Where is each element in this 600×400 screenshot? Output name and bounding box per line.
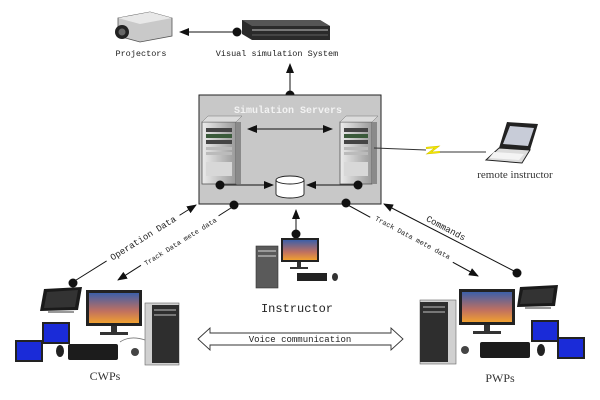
server-tower-left-icon [201, 115, 243, 185]
simulation-servers-label: Simulation Servers [234, 105, 342, 117]
pwps-workstation-icon [419, 285, 585, 365]
connector-dot [232, 27, 242, 37]
connector-dot [229, 200, 239, 210]
connector-dot [341, 198, 351, 208]
projectors-label: Projectors [115, 49, 166, 59]
cwps-workstation-icon [15, 287, 180, 366]
instructor-label: Instructor [261, 302, 333, 316]
database-icon [275, 175, 305, 199]
instructor-workstation-icon [255, 238, 338, 289]
operation-data-label: Operation Data [109, 214, 179, 263]
server-tower-right-icon [339, 115, 379, 185]
commands-arrow [383, 203, 517, 273]
wireless-link [373, 145, 486, 155]
cwps-label: CWPs [90, 369, 121, 383]
pwps-label: PWPs [485, 371, 515, 385]
visual-system-label: Visual simulation System [216, 49, 338, 59]
laptop-icon [484, 122, 538, 164]
voice-communication-label: Voice communication [249, 335, 352, 345]
connector-dot [291, 229, 301, 239]
commands-label: Commands [424, 214, 467, 243]
connector-dot [512, 268, 522, 278]
voice-communication-arrow [197, 326, 404, 352]
connector-dot [353, 180, 363, 190]
rack-server-icon [242, 20, 330, 40]
projector-icon [115, 11, 173, 43]
remote-instructor-label: remote instructor [477, 169, 553, 181]
connector-dot [68, 278, 78, 288]
connector-dot [215, 180, 225, 190]
